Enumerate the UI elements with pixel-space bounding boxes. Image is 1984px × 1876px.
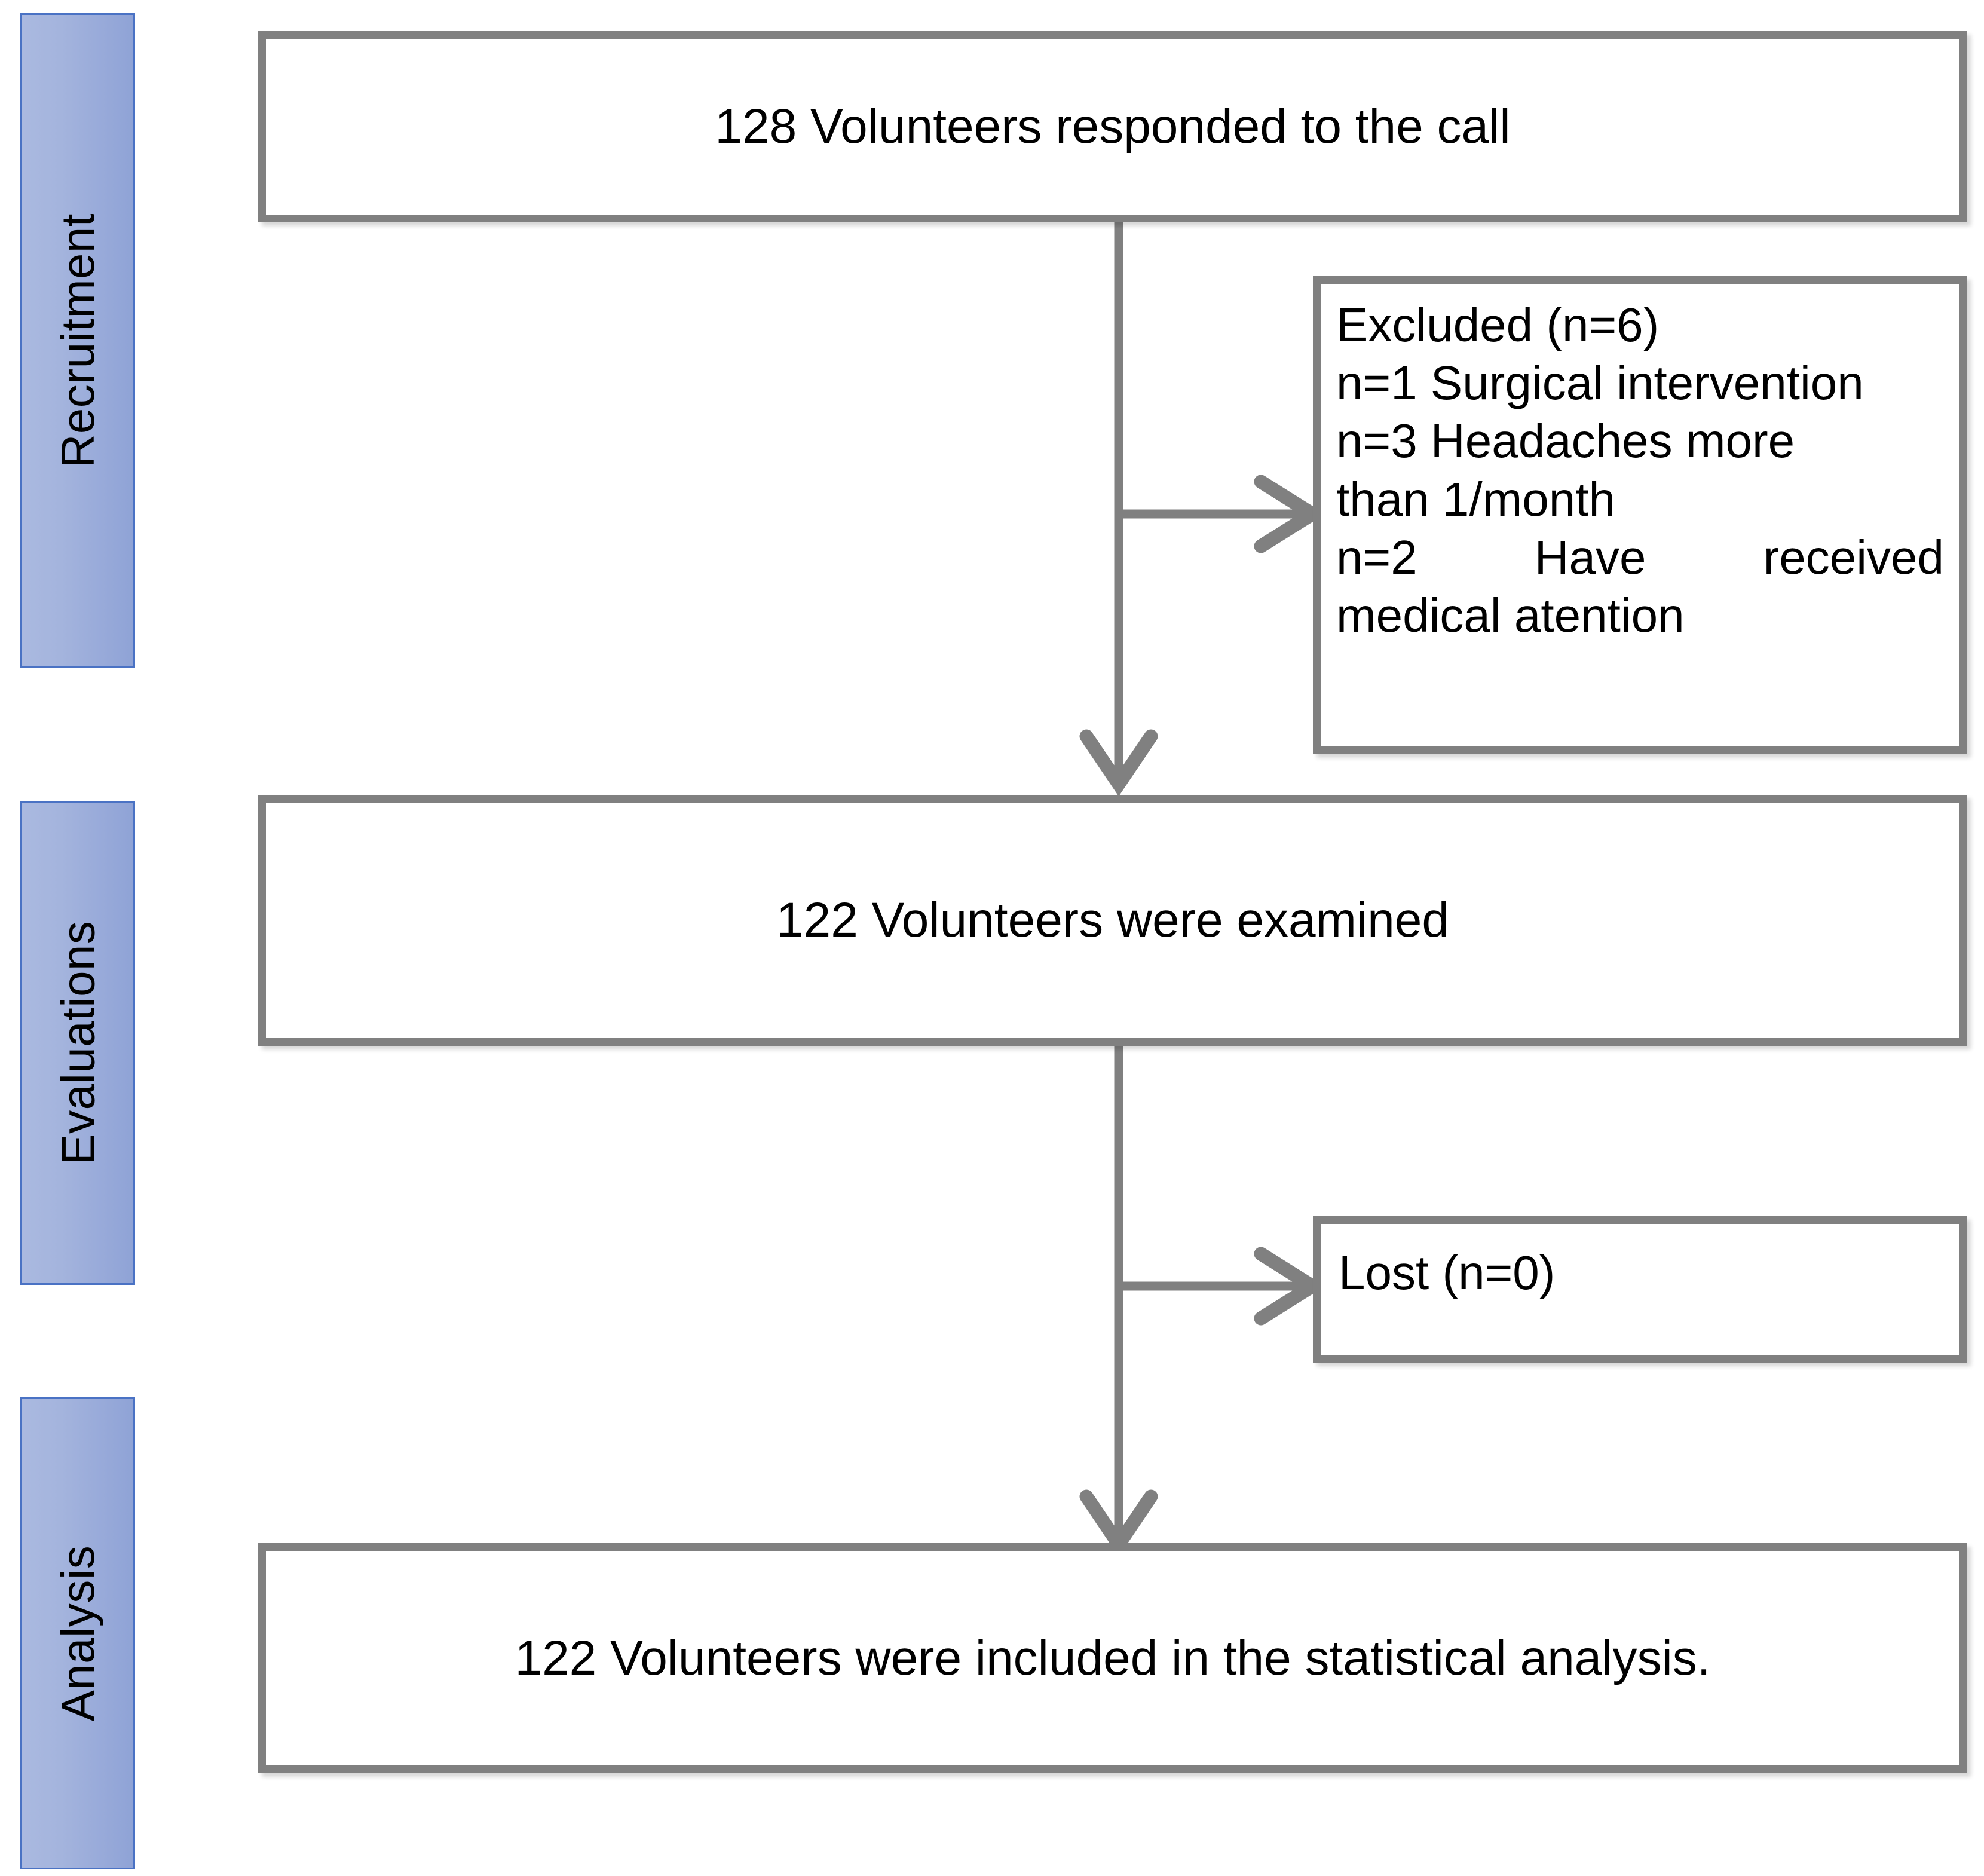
excluded-line-medical: n=2 Have received xyxy=(1336,530,1944,584)
stage-bar-evaluations: Evaluations xyxy=(20,801,135,1285)
stage-bar-analysis: Analysis xyxy=(20,1397,135,1869)
arrowhead-down-to-included xyxy=(1079,1489,1158,1557)
stage-bar-recruitment: Recruitment xyxy=(20,13,135,668)
arrowhead-right-to-lost xyxy=(1254,1247,1325,1326)
stage-label-analysis: Analysis xyxy=(51,1545,105,1722)
box-lost: Lost (n=0) xyxy=(1313,1216,1967,1363)
box-volunteers-included-text: 122 Volunteers were included in the stat… xyxy=(515,1630,1711,1685)
stage-label-evaluations: Evaluations xyxy=(51,920,105,1165)
box-excluded-text: Excluded (n=6) n=1 Surgical intervention… xyxy=(1321,284,1959,644)
box-excluded: Excluded (n=6) n=1 Surgical intervention… xyxy=(1313,276,1967,754)
arrowhead-down-to-examined xyxy=(1079,729,1158,797)
excluded-line-headaches: n=3 Headaches more xyxy=(1336,414,1795,468)
box-volunteers-responded-text: 128 Volunteers responded to the call xyxy=(715,99,1511,154)
excluded-line-title: Excluded (n=6) xyxy=(1336,298,1660,351)
box-volunteers-examined: 122 Volunteers were examined xyxy=(258,795,1967,1046)
excluded-line-surgical: n=1 Surgical intervention xyxy=(1336,356,1864,410)
excluded-line-headaches-cont: than 1/month xyxy=(1336,472,1615,526)
stage-label-recruitment: Recruitment xyxy=(51,213,104,468)
box-volunteers-included: 122 Volunteers were included in the stat… xyxy=(258,1543,1967,1773)
excluded-line-medical-cont: medical atention xyxy=(1336,588,1685,642)
arrowhead-right-to-excluded xyxy=(1254,475,1325,553)
box-lost-text: Lost (n=0) xyxy=(1339,1246,1556,1299)
box-volunteers-responded: 128 Volunteers responded to the call xyxy=(258,31,1967,222)
box-volunteers-examined-text: 122 Volunteers were examined xyxy=(776,893,1449,947)
